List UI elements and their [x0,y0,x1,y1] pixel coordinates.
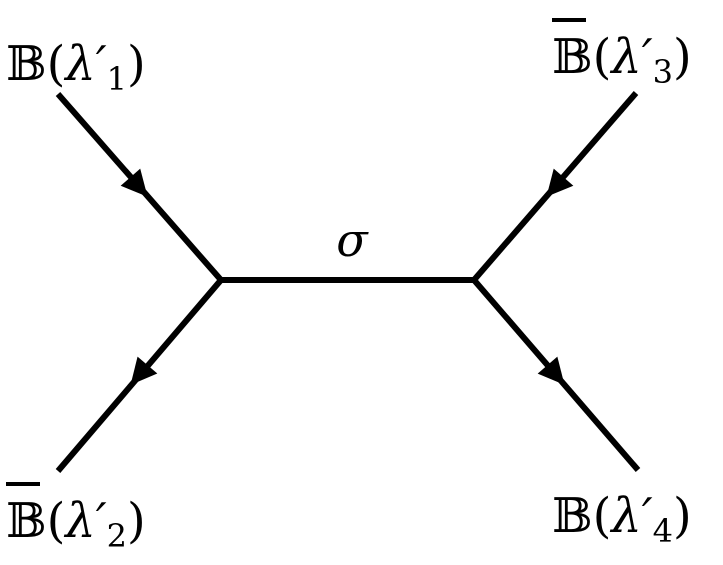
leg-3-arrow-icon [546,168,574,197]
leg-4-arrow-icon [537,356,565,385]
leg-3-label: 𝔹(λ′3) [552,29,692,91]
leg-4-label: 𝔹(λ′4) [552,488,692,550]
leg-3-particle: 𝔹 [552,29,593,85]
leg-1-particle: 𝔹 [6,36,47,92]
leg-2-label: 𝔹(λ′2) [6,493,146,555]
leg-1-label: 𝔹(λ′1) [6,36,146,98]
leg-2-particle: 𝔹 [6,493,47,549]
leg-4-index: 4 [653,512,673,550]
propagator-label: σ [336,213,369,267]
leg-1-arrow-icon [120,168,148,197]
leg-2-index: 2 [107,517,127,555]
leg-2-arrow-icon [130,356,158,385]
leg-1-index: 1 [107,60,127,98]
leg-3-index: 3 [653,53,673,91]
leg-4-particle: 𝔹 [552,488,593,544]
